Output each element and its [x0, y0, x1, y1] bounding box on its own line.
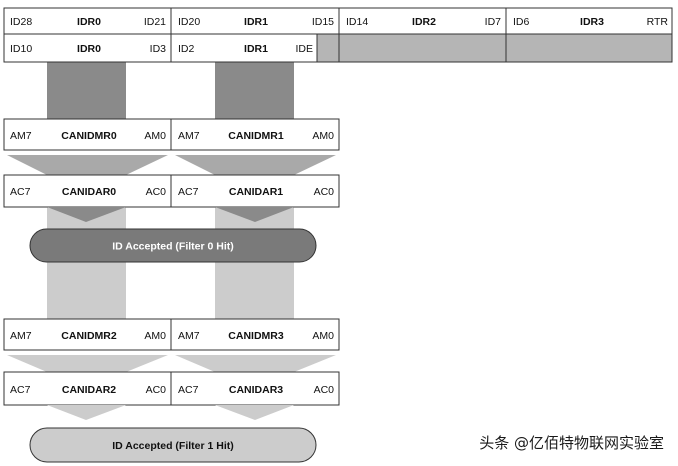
canidar3-center: CANIDAR3: [229, 384, 283, 396]
idr-row-2: ID10 IDR0 ID3 ID2 IDR1 IDE: [3, 33, 673, 63]
idr0-r2-center: IDR0: [77, 43, 101, 55]
filter1-acc-row: AC7 CANIDAR2 AC0 AC7 CANIDAR3 AC0: [3, 371, 340, 406]
idr2-r1-left: ID14: [346, 16, 368, 28]
filter1-result-pill: [29, 427, 317, 463]
idr-row-1-frame: [3, 7, 673, 35]
mask2-arrow: [7, 355, 168, 372]
canidmr3-left: AM7: [178, 330, 200, 342]
idr2-r1-right: ID7: [485, 16, 502, 28]
idr3-r1-center: IDR3: [580, 16, 604, 28]
filter1-acc-arrows: [47, 405, 294, 420]
canidmr0-box: [3, 118, 172, 151]
canidar1-left: AC7: [178, 186, 199, 198]
canidmr1-left: AM7: [178, 130, 200, 142]
idr0-r1-center: IDR0: [77, 16, 101, 28]
data-streams: [47, 62, 294, 319]
filter1-mask-arrows: [7, 355, 336, 372]
canidar2-center: CANIDAR2: [62, 384, 116, 396]
filter0-mask-row: AM7 CANIDMR0 AM0 AM7 CANIDMR1 AM0: [3, 118, 340, 151]
idr-row-2-gray-fill: [316, 33, 673, 63]
acc2-arrow: [47, 405, 126, 420]
idr0-r2-left: ID10: [10, 43, 32, 55]
filter1-result: ID Accepted (Filter 1 Hit): [29, 427, 317, 463]
canidar0-center: CANIDAR0: [62, 186, 116, 198]
idr0-r1-right: ID21: [144, 16, 166, 28]
canidmr3-box: [170, 318, 340, 351]
canidmr2-box: [3, 318, 172, 351]
filter0-acc-arrows: [47, 207, 294, 222]
idr3-r1-right: RTR: [647, 16, 669, 28]
canidar1-center: CANIDAR1: [229, 186, 283, 198]
canidmr2-center: CANIDMR2: [61, 330, 117, 342]
filter0-result-pill: [29, 228, 317, 263]
canidar0-right: AC0: [146, 186, 167, 198]
canidmr1-box: [170, 118, 340, 151]
stream-idr1-dark: [215, 62, 294, 119]
canidmr3-center: CANIDMR3: [228, 330, 284, 342]
idr0-r1-left: ID28: [10, 16, 32, 28]
canidmr0-center: CANIDMR0: [61, 130, 117, 142]
idr2-r1-center: IDR2: [412, 16, 436, 28]
canidmr2-left: AM7: [10, 330, 32, 342]
watermark-text: 头条 @亿佰特物联网实验室: [479, 434, 664, 452]
canidar1-right: AC0: [314, 186, 335, 198]
filter1-mask-row: AM7 CANIDMR2 AM0 AM7 CANIDMR3 AM0: [3, 318, 340, 351]
canidar3-right: AC0: [314, 384, 335, 396]
canidar2-right: AC0: [146, 384, 167, 396]
idr0-r2-right: ID3: [150, 43, 167, 55]
filter1-result-label: ID Accepted (Filter 1 Hit): [112, 440, 234, 452]
idr1-r2-center: IDR1: [244, 43, 268, 55]
canidmr0-left: AM7: [10, 130, 32, 142]
mask0-arrow: [7, 155, 168, 175]
idr-row-2-frame: [3, 33, 318, 63]
acc1-arrow: [215, 207, 294, 222]
stream-f1-left: [47, 262, 126, 319]
idr1-r2-left: ID2: [178, 43, 195, 55]
mask1-arrow: [175, 155, 336, 175]
canidar2-left: AC7: [10, 384, 31, 396]
idr1-r1-left: ID20: [178, 16, 200, 28]
idr1-r2-right: IDE: [295, 43, 313, 55]
stream-idr0-dark: [47, 62, 126, 119]
filter0-acc-row: AC7 CANIDAR0 AC0 AC7 CANIDAR1 AC0: [3, 174, 340, 208]
acc3-arrow: [215, 405, 294, 420]
acc0-arrow: [47, 207, 126, 222]
filter0-mask-arrows: [7, 155, 336, 175]
canidar3-left: AC7: [178, 384, 199, 396]
canidmr2-right: AM0: [144, 330, 166, 342]
filter0-result: ID Accepted (Filter 0 Hit): [29, 228, 317, 263]
canidmr3-right: AM0: [312, 330, 334, 342]
idr1-r1-center: IDR1: [244, 16, 268, 28]
canidar1-box: [170, 174, 340, 208]
canidmr0-right: AM0: [144, 130, 166, 142]
idr1-r1-right: ID15: [312, 16, 334, 28]
mask3-arrow: [175, 355, 336, 372]
canidar0-left: AC7: [10, 186, 31, 198]
idr-row-1: ID28 IDR0 ID21 ID20 IDR1 ID15 ID14 IDR2 …: [3, 7, 673, 35]
canidmr1-center: CANIDMR1: [228, 130, 284, 142]
canidmr1-right: AM0: [312, 130, 334, 142]
canidar3-box: [170, 371, 340, 406]
filter0-result-label: ID Accepted (Filter 0 Hit): [112, 241, 234, 253]
idr3-r1-left: ID6: [513, 16, 530, 28]
stream-f1-right: [215, 262, 294, 319]
